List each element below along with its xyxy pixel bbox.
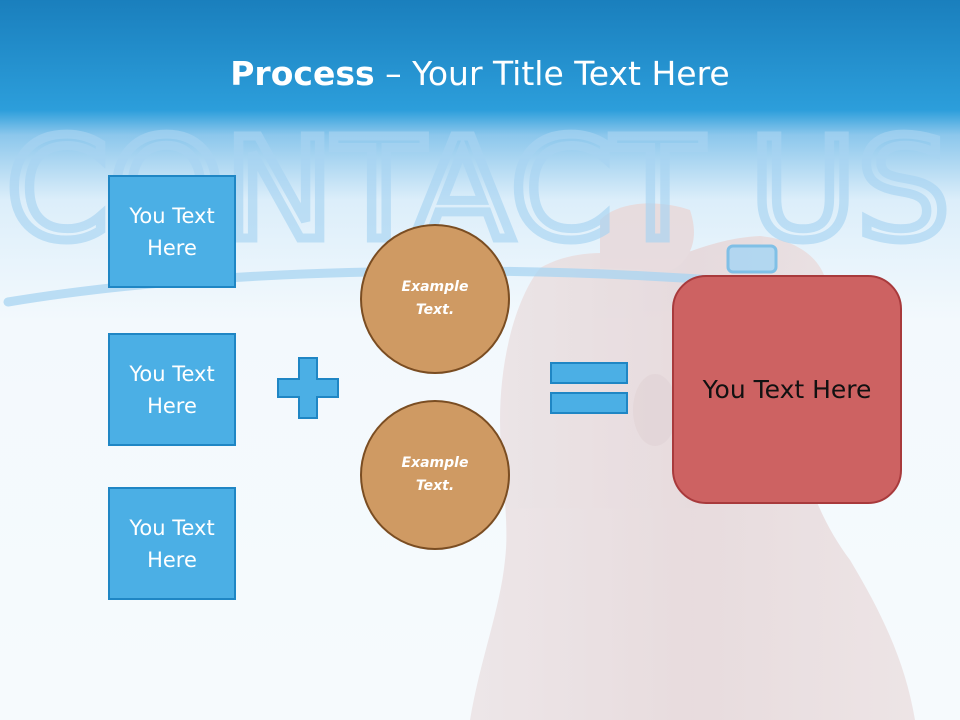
title-bold: Process <box>230 54 375 93</box>
text-box-2: You Text Here <box>108 333 236 446</box>
background-underline <box>3 266 745 307</box>
result-label: You Text Here <box>702 374 872 404</box>
equals-icon <box>550 362 628 414</box>
title-rest: – Your Title Text Here <box>374 54 730 93</box>
circle-label: Example Text. <box>401 455 469 494</box>
circle-label: Example Text. <box>401 279 469 318</box>
marker-image <box>726 244 778 274</box>
text-box-1: You Text Here <box>108 175 236 288</box>
text-box-label: You Text Here <box>129 361 215 418</box>
text-box-3: You Text Here <box>108 487 236 600</box>
plus-icon <box>277 357 339 419</box>
slide-title: Process – Your Title Text Here <box>0 52 960 96</box>
result-box: You Text Here <box>672 275 902 504</box>
example-circle-2: Example Text. <box>360 400 510 550</box>
text-box-label: You Text Here <box>129 203 215 260</box>
example-circle-1: Example Text. <box>360 224 510 374</box>
text-box-label: You Text Here <box>129 515 215 572</box>
